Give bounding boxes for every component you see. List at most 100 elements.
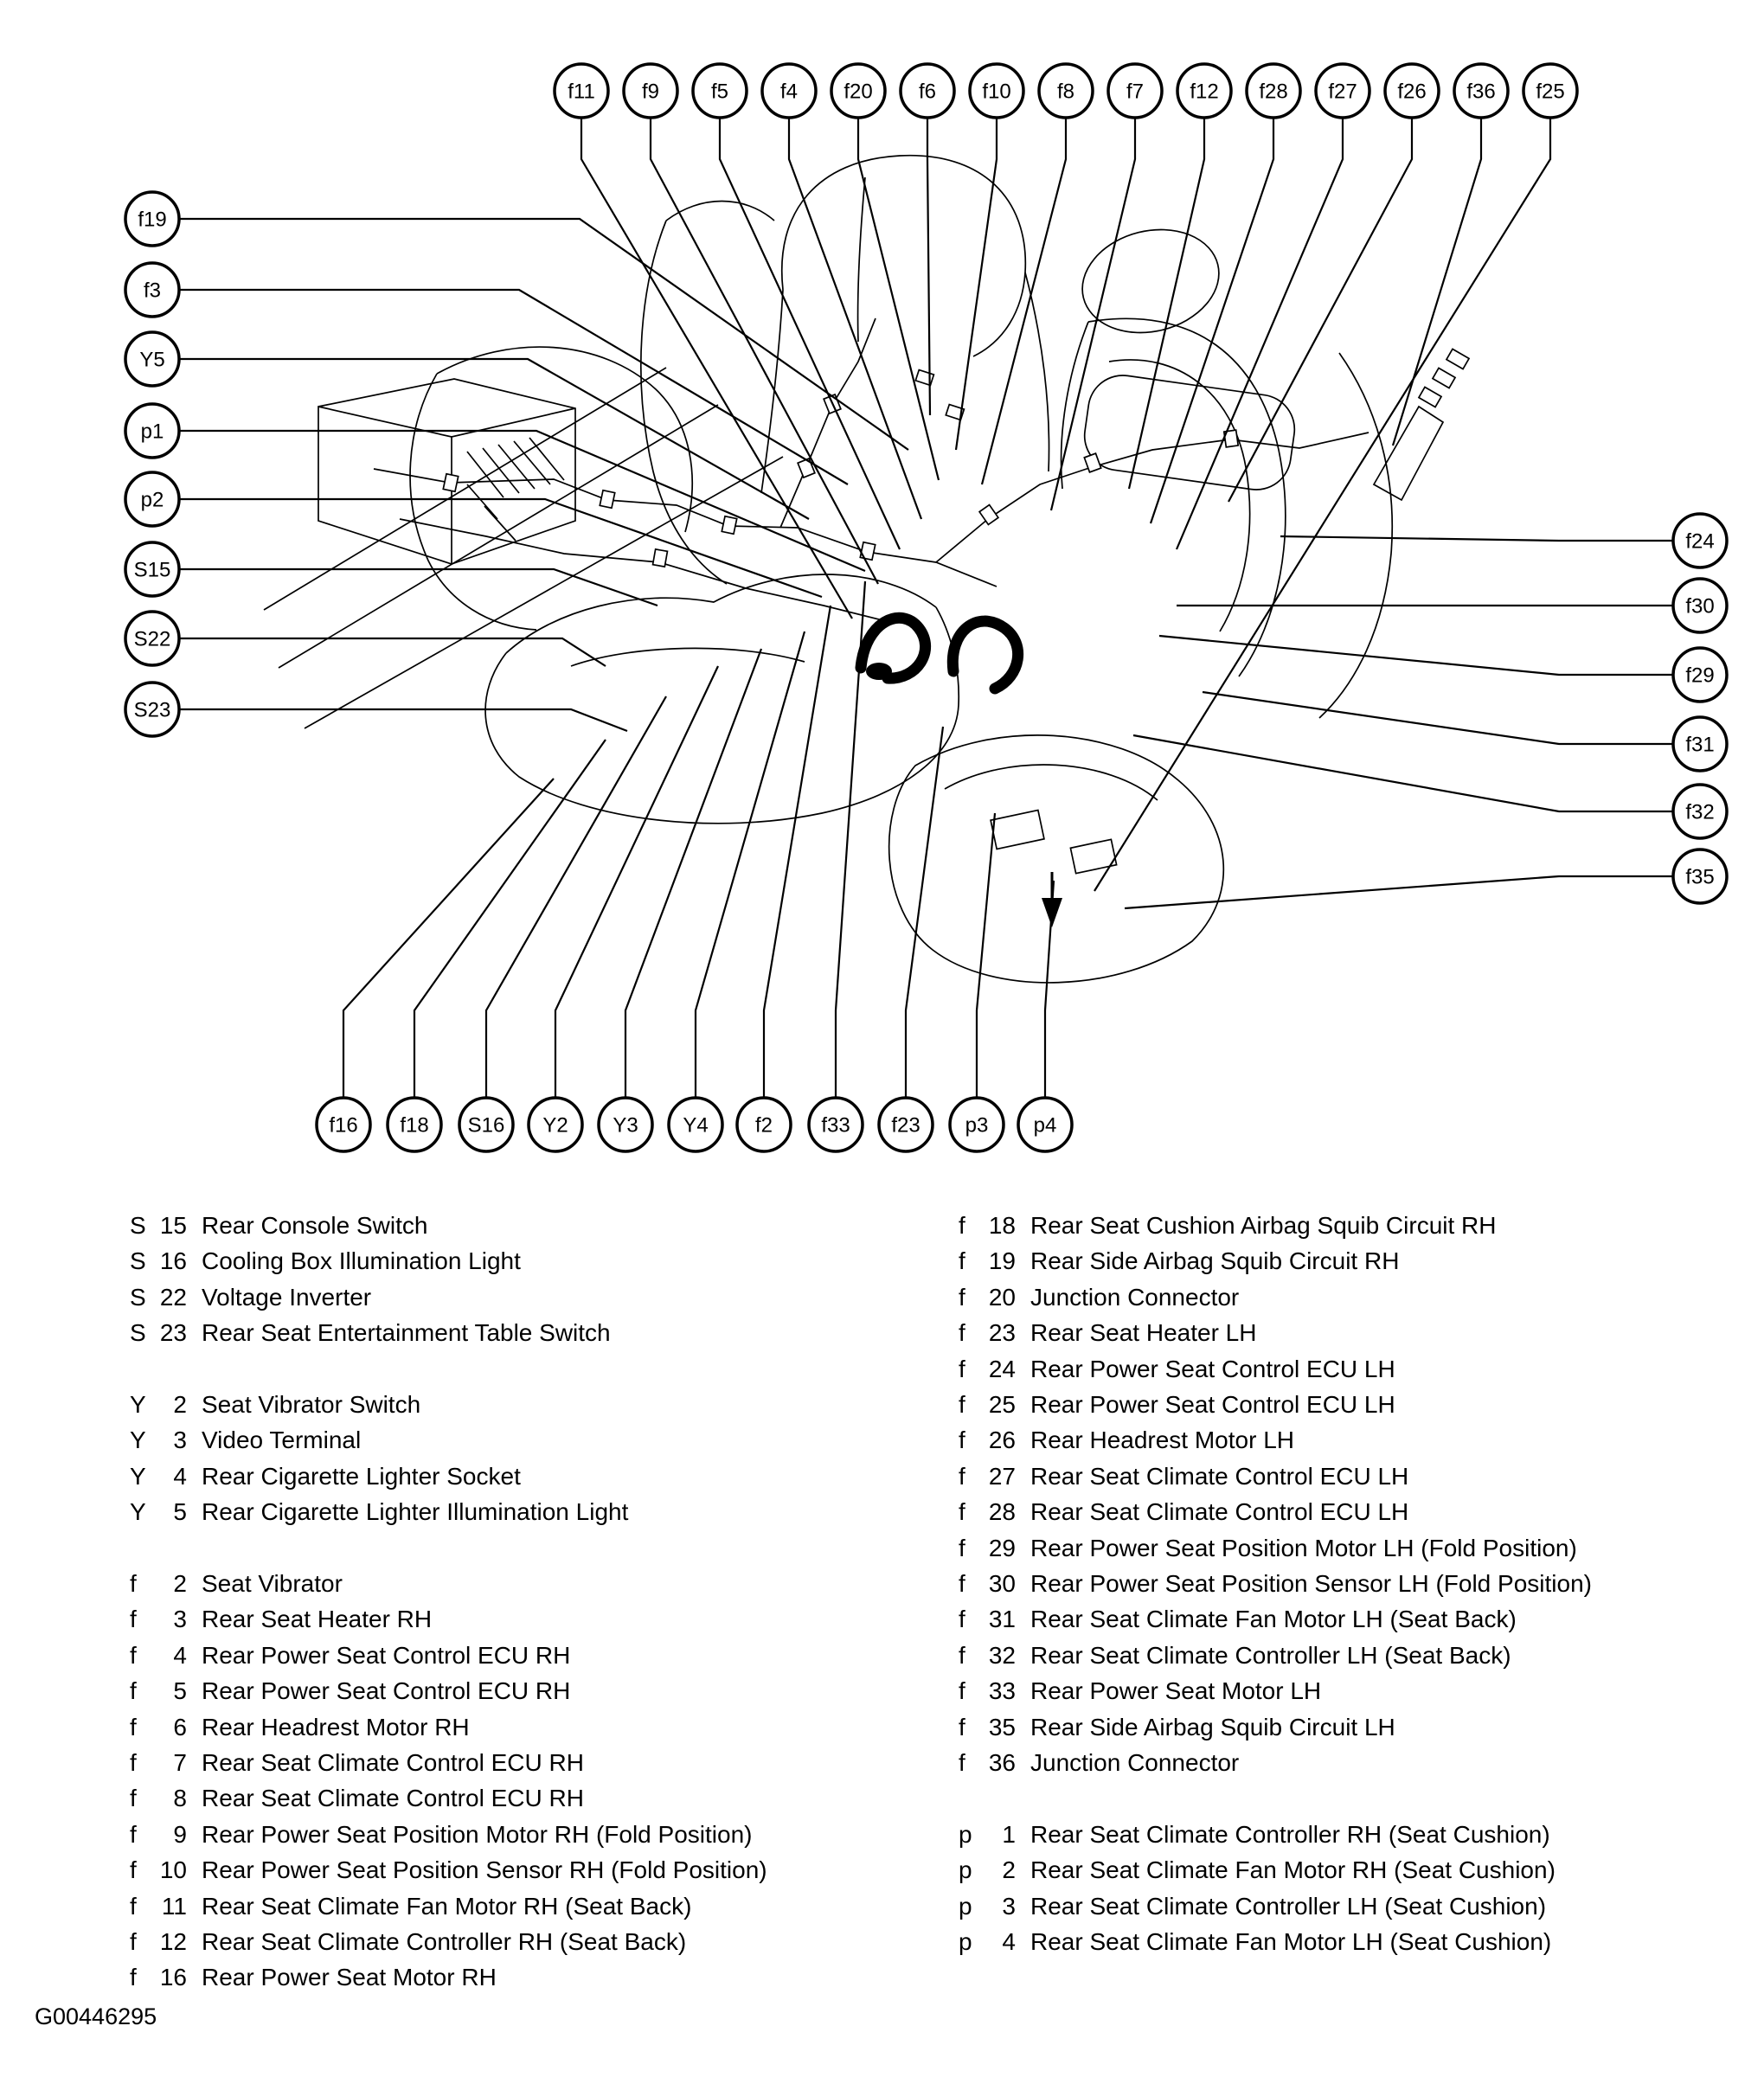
callout-f4: f4	[760, 62, 818, 119]
callout-label: S22	[134, 628, 171, 651]
callout-label: S15	[134, 559, 171, 582]
callout-f5: f5	[691, 62, 748, 119]
legend-component-name: Rear Side Airbag Squib Circuit RH	[1030, 1247, 1400, 1275]
leader-p2	[179, 497, 823, 599]
legend-code-number: 10	[159, 1856, 187, 1884]
legend-component-name: Rear Power Seat Control ECU LH	[1030, 1355, 1395, 1382]
callout-circle	[1245, 62, 1302, 119]
legend-component-name: Rear Seat Climate Controller LH (Seat Cu…	[1030, 1892, 1547, 1920]
legend-code-number: 3	[1002, 1892, 1016, 1920]
legend-code-number: 9	[173, 1820, 187, 1848]
leader-S15	[179, 567, 658, 607]
callout-Y4: Y4	[667, 1096, 724, 1153]
leader-f32	[1132, 734, 1673, 813]
leader-S23	[179, 708, 628, 733]
legend-component-name: Rear Seat Climate Control ECU RH	[202, 1785, 584, 1812]
legend-code-number: 8	[173, 1785, 187, 1812]
legend-component-name: Rear Seat Climate Fan Motor RH (Seat Cus…	[1030, 1856, 1556, 1884]
legend-code-letter: f	[130, 1606, 137, 1633]
callout-S15: S15	[124, 541, 181, 598]
legend-component-name: Rear Console Switch	[202, 1212, 428, 1239]
callout-circle	[735, 1096, 792, 1153]
legend-code-letter: f	[959, 1283, 965, 1311]
legend-code-number: 5	[173, 1677, 187, 1705]
legend-code-number: 23	[159, 1319, 187, 1347]
callout-circle	[622, 62, 679, 119]
legend-code-letter: f	[959, 1355, 965, 1382]
legend-component-name: Rear Seat Climate Controller LH (Seat Ba…	[1030, 1641, 1511, 1669]
callout-label: f12	[1190, 80, 1218, 104]
legend-code-number: 31	[988, 1606, 1016, 1633]
callout-f11: f11	[553, 62, 610, 119]
legend-code-number: 23	[988, 1319, 1016, 1347]
legend-code-letter: f	[959, 1534, 965, 1561]
legend-component-name: Rear Seat Climate Control ECU LH	[1030, 1498, 1409, 1526]
legend-code-number: 4	[173, 1641, 187, 1669]
legend-code-letter: Y	[130, 1462, 146, 1490]
legend-component-name: Rear Power Seat Position Sensor LH (Fold…	[1030, 1570, 1592, 1597]
leader-f11	[580, 118, 853, 619]
legend-component-name: Junction Connector	[1030, 1283, 1240, 1311]
leader-S16	[484, 696, 667, 1098]
legend-code-letter: f	[130, 1641, 137, 1669]
legend-code-number: 11	[161, 1892, 187, 1920]
callout-label: f28	[1259, 80, 1287, 104]
legend-component-name: Rear Power Seat Motor RH	[202, 1964, 497, 1991]
leader-f9	[649, 118, 879, 585]
legend-code-letter: f	[959, 1570, 965, 1597]
callout-p1: p1	[124, 402, 181, 459]
legend-code-letter: f	[959, 1319, 965, 1347]
callout-label: f27	[1328, 80, 1357, 104]
callout-p3: p3	[948, 1096, 1005, 1153]
leader-f24	[1280, 535, 1673, 542]
callout-label: f20	[844, 80, 872, 104]
callout-label: f10	[982, 80, 1010, 104]
callout-circle	[830, 62, 887, 119]
callout-circle	[1314, 62, 1371, 119]
callout-label: f8	[1057, 80, 1074, 104]
legend-code-letter: f	[959, 1426, 965, 1454]
callout-circle	[1522, 62, 1579, 119]
callout-circle	[1671, 783, 1729, 840]
leader-f19	[179, 217, 909, 451]
callout-f36: f36	[1453, 62, 1510, 119]
callout-label: f18	[400, 1114, 428, 1138]
callout-f12: f12	[1176, 62, 1233, 119]
legend-code-letter: f	[959, 1749, 965, 1776]
legend-code-number: 28	[988, 1498, 1016, 1526]
callout-Y3: Y3	[597, 1096, 654, 1153]
callout-f31: f31	[1671, 715, 1729, 773]
callout-f6: f6	[899, 62, 956, 119]
callout-label: f9	[642, 80, 659, 104]
legend-component-name: Rear Seat Climate Fan Motor LH (Seat Bac…	[1030, 1606, 1517, 1633]
legend-code-letter: f	[130, 1964, 137, 1991]
legend-code-letter: f	[130, 1677, 137, 1705]
legend-code-number: 33	[988, 1677, 1016, 1705]
callout-f30: f30	[1671, 577, 1729, 634]
legend-code-letter: f	[130, 1928, 137, 1955]
leader-f12	[1127, 118, 1206, 490]
callout-label: f11	[568, 80, 595, 104]
callout-circle	[1107, 62, 1164, 119]
callout-f23: f23	[877, 1096, 934, 1153]
legend-component-name: Rear Headrest Motor RH	[202, 1713, 470, 1741]
callout-label: f26	[1397, 80, 1426, 104]
legend-code-number: 7	[173, 1749, 187, 1776]
callout-label: f33	[821, 1114, 850, 1138]
callout-S22: S22	[124, 610, 181, 667]
callout-label: f6	[919, 80, 936, 104]
callout-label: f36	[1466, 80, 1495, 104]
